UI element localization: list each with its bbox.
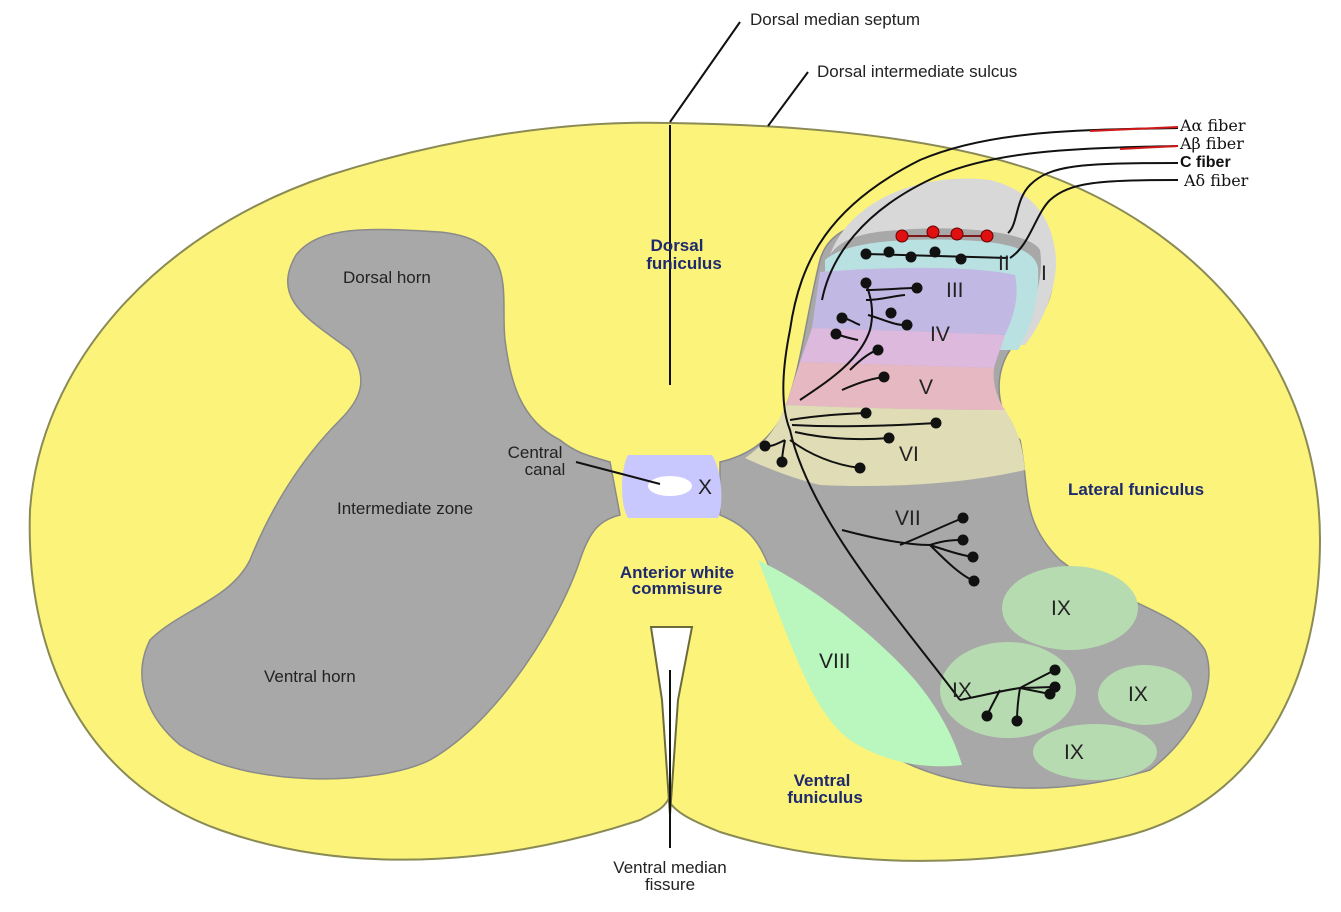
a-delta-terminal — [860, 248, 872, 260]
a-delta-fiber-line — [1009, 179, 1179, 259]
a-beta-terminal — [830, 328, 842, 340]
c-fiber-terminal — [950, 227, 964, 241]
lamina-I-region — [830, 178, 1056, 345]
c-fiber-terminal — [980, 229, 994, 243]
a-beta-fiber-label: Aβ fiber — [1179, 134, 1244, 153]
anterior-white-commisure-label: commisure — [632, 579, 723, 598]
lamina-VII-branches — [841, 517, 975, 582]
lamina-VI-branches — [764, 412, 937, 469]
left-gray-matter — [141, 228, 621, 780]
lamina-VI-terminal — [776, 456, 788, 468]
lamina-X-label: X — [698, 476, 712, 499]
a-delta-terminal — [929, 246, 941, 258]
ventral-median-fissure-label: fissure — [645, 875, 695, 894]
lamina-VII-label: VII — [895, 507, 921, 530]
c-fiber-label: C fiber — [1180, 154, 1231, 171]
a-alpha-fiber-line — [782, 127, 1179, 701]
lamina-VI-terminal — [860, 407, 872, 419]
lamina-VI-label: VI — [899, 443, 919, 466]
central-canal-label: canal — [525, 460, 566, 479]
ventral-horn-label: Ventral horn — [264, 667, 356, 686]
dorsal-intermediate-sulcus-leader — [767, 71, 809, 127]
lamina-VII-terminal — [968, 575, 980, 587]
lamina-IX-branches — [959, 669, 1056, 722]
dorsal-funiculus-label: funiculus — [646, 254, 722, 273]
a-beta-terminal — [901, 319, 913, 331]
ventral-funiculus-label: funiculus — [787, 788, 863, 807]
a-delta-terminal — [905, 251, 917, 263]
ventral-funiculus-label: Ventral — [794, 771, 851, 790]
lamina-VII-terminal — [957, 534, 969, 546]
lamina-IX-terminal — [1049, 664, 1061, 676]
lamina-IX-label: IX — [1128, 683, 1148, 706]
a-beta-fiber-red — [1119, 145, 1179, 150]
a-alpha-fiber-label: Aα fiber — [1179, 116, 1246, 135]
a-beta-terminal — [860, 277, 872, 289]
lateral-funiculus-label: Lateral funiculus — [1068, 480, 1204, 499]
lamina-VIII-region — [758, 560, 962, 767]
lamina-IX-terminal — [981, 710, 993, 722]
lamina-VI-terminal — [883, 432, 895, 444]
dorsal-funiculus-label: Dorsal — [651, 236, 704, 255]
a-beta-terminal — [911, 282, 923, 294]
lamina-IX-terminal — [1011, 715, 1023, 727]
dorsal-median-septum-leader — [669, 21, 741, 123]
lamina-IX-label: IX — [1064, 741, 1084, 764]
c-fiber-terminal — [895, 229, 909, 243]
lamina-IX-region-3 — [1098, 665, 1192, 725]
a-beta-fiber-line — [821, 145, 1179, 301]
lamina-IX-region-4 — [1033, 724, 1157, 780]
a-beta-terminal — [885, 307, 897, 319]
a-beta-terminal — [878, 371, 890, 383]
dorsal-median-septum-label: Dorsal median septum — [750, 10, 920, 29]
lamina-V-region — [786, 362, 1005, 410]
lamina-II-region — [825, 239, 1039, 350]
a-delta-terminal — [883, 246, 895, 258]
a-alpha-fiber-red — [1089, 126, 1179, 132]
lamina-IX-label: IX — [952, 679, 972, 702]
lamina-VI-terminal — [759, 440, 771, 452]
intermediate-zone-label: Intermediate zone — [337, 499, 473, 518]
lamina-IX-terminal — [1044, 688, 1056, 700]
lamina-VI-terminal — [854, 462, 866, 474]
lamina-III-label: III — [946, 279, 964, 302]
lamina-V-label: V — [919, 376, 933, 399]
a-delta-fiber-label: Aδ fiber — [1183, 171, 1249, 190]
lamina-IV-label: IV — [930, 323, 950, 346]
a-beta-terminal — [872, 344, 884, 356]
central-canal — [648, 476, 692, 496]
a-beta-terminal — [836, 312, 848, 324]
central-canal-label: Central — [508, 443, 563, 462]
dorsal-horn-label: Dorsal horn — [343, 268, 431, 287]
lamina-VII-terminal — [967, 551, 979, 563]
lamina-II-label: II — [998, 252, 1010, 275]
c-fiber-terminal — [926, 225, 940, 239]
lamina-I-label: I — [1041, 262, 1047, 285]
lamina-VII-terminal — [957, 512, 969, 524]
lamina-IX-region-1 — [1002, 566, 1138, 650]
a-delta-terminal — [955, 253, 967, 265]
central-canal-leader — [575, 461, 661, 485]
anterior-white-commisure-label: Anterior white — [620, 563, 734, 582]
lamina-IX-label: IX — [1051, 597, 1071, 620]
lamina-VIII-label: VIII — [819, 650, 851, 673]
lamina-VI-terminal — [930, 417, 942, 429]
a-beta-branches — [799, 282, 918, 401]
ventral-median-fissure-label: Ventral median — [613, 858, 726, 877]
lamina-III-region — [812, 267, 1017, 335]
dorsal-intermediate-sulcus-label: Dorsal intermediate sulcus — [817, 62, 1017, 81]
c-fiber-line — [1007, 162, 1179, 234]
